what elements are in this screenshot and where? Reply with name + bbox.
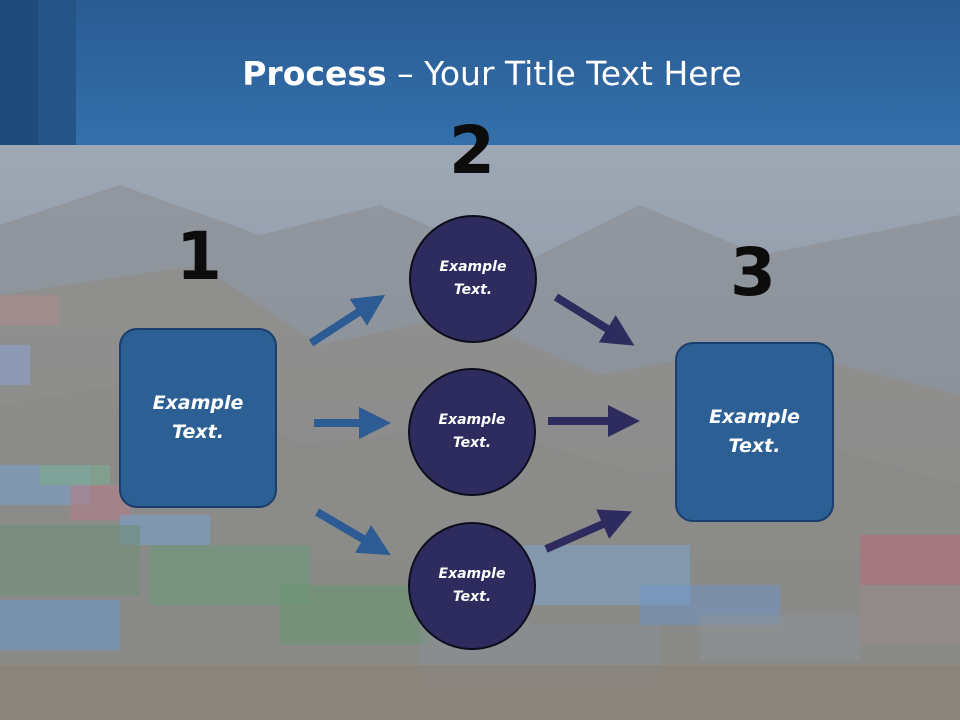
header-accent-strip — [38, 0, 76, 145]
process-circle-middle-label: Example Text. — [438, 412, 506, 451]
process-circle-middle: Example Text. — [408, 368, 536, 496]
arrow-to-circle-top — [308, 294, 386, 347]
step-number-3: 3 — [730, 234, 776, 311]
process-circle-top: Example Text. — [409, 215, 537, 343]
process-box-end: Example Text. — [675, 342, 834, 522]
process-box-end-label: Example Text. — [709, 406, 800, 457]
header-bar — [0, 0, 960, 145]
title-bold: Process — [242, 54, 387, 93]
header-accent-strip — [0, 0, 38, 145]
process-circle-bottom: Example Text. — [408, 522, 536, 650]
slide-title: Process – Your Title Text Here — [0, 52, 960, 96]
arrow-to-circle-bottom — [314, 508, 391, 556]
process-box-start: Example Text. — [119, 328, 277, 508]
step-number-2: 2 — [449, 112, 495, 189]
arrow-from-circle-bottom — [544, 509, 632, 553]
process-circle-bottom-label: Example Text. — [438, 566, 506, 605]
process-box-start-label: Example Text. — [152, 392, 244, 443]
step-number-1: 1 — [176, 218, 222, 295]
arrow-from-circle-top — [553, 293, 635, 346]
title-rest: – Your Title Text Here — [386, 54, 742, 93]
process-circle-top-label: Example Text. — [439, 259, 507, 298]
